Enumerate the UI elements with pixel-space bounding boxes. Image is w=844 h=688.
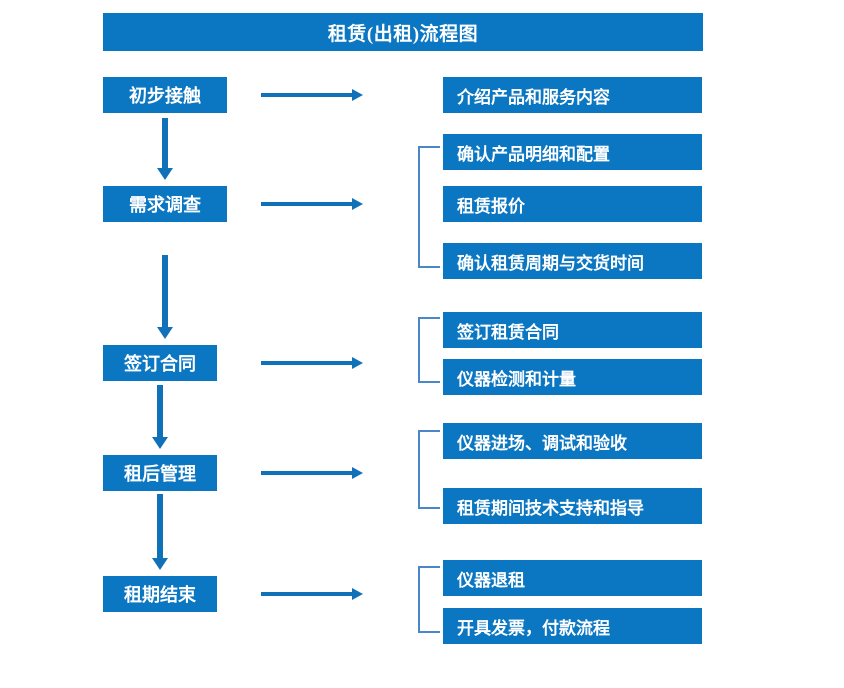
link-arrow-right-1: [261, 89, 363, 101]
detail-box-4-2[interactable]: 租赁期间技术支持和指导: [443, 488, 702, 524]
flow-arrow-down-1: [157, 118, 173, 180]
detail-box-5-2[interactable]: 开具发票，付款流程: [443, 608, 702, 644]
flow-arrow-down-4: [152, 494, 168, 570]
detail-box-3-2[interactable]: 仪器检测和计量: [443, 359, 702, 395]
detail-box-4-1[interactable]: 仪器进场、调试和验收: [443, 423, 702, 459]
link-arrow-right-2: [261, 198, 363, 210]
group-bracket-5: [418, 566, 440, 633]
link-arrow-right-4: [261, 467, 363, 479]
group-bracket-2: [418, 146, 440, 268]
group-bracket-4: [418, 430, 440, 509]
detail-box-1-1[interactable]: 介绍产品和服务内容: [443, 77, 702, 113]
detail-box-2-3[interactable]: 确认租赁周期与交货时间: [443, 243, 702, 279]
stage-box-3[interactable]: 签订合同: [103, 345, 217, 381]
detail-box-5-1[interactable]: 仪器退租: [443, 560, 702, 596]
detail-box-3-1[interactable]: 签订租赁合同: [443, 312, 702, 348]
stage-box-2[interactable]: 需求调查: [103, 186, 227, 222]
flow-arrow-down-2: [157, 255, 173, 339]
detail-box-2-1[interactable]: 确认产品明细和配置: [443, 134, 702, 170]
flow-arrow-down-3: [152, 385, 168, 449]
stage-box-1[interactable]: 初步接触: [103, 77, 227, 113]
stage-box-4[interactable]: 租后管理: [103, 455, 217, 491]
link-arrow-right-5: [261, 588, 363, 600]
stage-box-5[interactable]: 租期结束: [103, 576, 217, 612]
detail-box-2-2[interactable]: 租赁报价: [443, 186, 702, 222]
diagram-title: 租赁(出租)流程图: [103, 13, 703, 51]
link-arrow-right-3: [261, 357, 363, 369]
group-bracket-3: [418, 317, 440, 383]
